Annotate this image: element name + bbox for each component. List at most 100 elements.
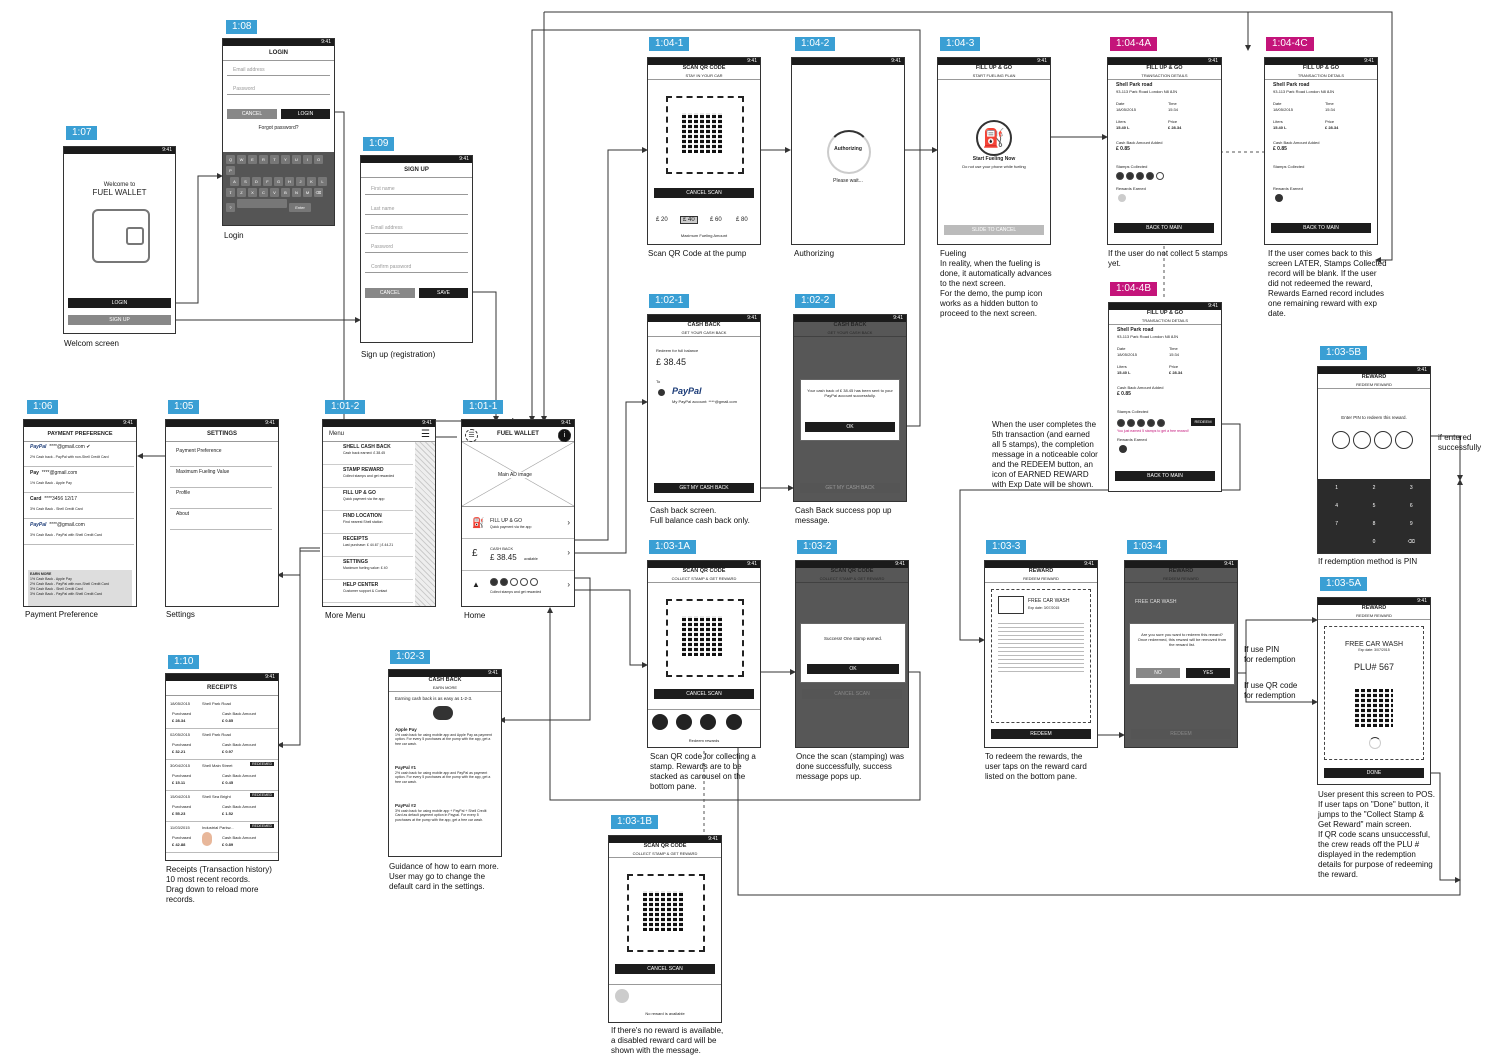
signup-button[interactable]: SIGN UP [68, 315, 171, 325]
redeemed-badge: REDEEMED [250, 824, 274, 828]
info-icon[interactable]: i [558, 429, 571, 442]
caption: If redemption method is PIN [1318, 557, 1418, 566]
screen-id-tag: 1:03-4 [1127, 540, 1168, 554]
settings-item[interactable]: Profile [170, 488, 272, 509]
cancel-scan-button[interactable]: CANCEL SCAN [654, 188, 754, 198]
cash-back-tile[interactable]: £ CASH BACK £ 38.45 available › [462, 540, 574, 571]
yes-button[interactable]: YES [1186, 668, 1230, 678]
last-name-field[interactable]: Last name [365, 204, 468, 215]
cashback-value: £ 0.85 [1273, 146, 1287, 152]
first-name-field[interactable]: First name [365, 184, 468, 195]
fuel-pump-icon[interactable]: ⛽ [976, 120, 1012, 156]
password-field[interactable]: Password [227, 84, 330, 95]
save-button[interactable]: SAVE [419, 288, 468, 298]
settings-item[interactable]: About [170, 509, 272, 530]
done-button[interactable]: DONE [1324, 768, 1424, 778]
welcome-line: Welcome to [103, 182, 136, 188]
redeem-button[interactable]: REDEEM [1191, 418, 1215, 426]
screen-id-tag: 1:03-1B [611, 815, 659, 829]
pin-success-label: if entered successfully [1438, 433, 1482, 452]
email-field[interactable]: Email address [227, 65, 330, 76]
password-field[interactable]: Password [365, 242, 468, 253]
earned-message: You just earned 5 stamps to get a free r… [1117, 429, 1189, 433]
amount-option[interactable]: £ 20 [656, 217, 668, 223]
screen-id-tag: 1:01-1 [463, 400, 504, 414]
rewards-carousel[interactable]: Redeem rewards [648, 709, 760, 747]
caption: Sign up (registration) [361, 350, 436, 359]
payment-option[interactable]: PayPal ****@gmail.com ✔2% Cash back - Pa… [24, 442, 134, 467]
screen-id-tag: 1:07 [66, 126, 98, 140]
back-to-main-button[interactable]: BACK TO MAIN [1271, 223, 1371, 233]
amount-option[interactable]: £ 80 [736, 217, 748, 223]
fill-up-tile[interactable]: ⛽ FILL UP & GO Quick payment via the app… [462, 510, 574, 539]
enter-key[interactable]: Enter [289, 203, 311, 212]
login-button[interactable]: LOGIN [68, 298, 171, 308]
redeem-button[interactable]: REDEEM [991, 729, 1091, 739]
station-name: Shell Park road [1117, 327, 1154, 333]
amount-option[interactable]: £ 60 [710, 217, 722, 223]
cancel-scan-button[interactable]: CANCEL SCAN [654, 689, 754, 699]
login-button[interactable]: LOGIN [281, 109, 330, 119]
get-cash-back-button[interactable]: GET MY CASH BACK [654, 483, 754, 493]
forgot-password-link[interactable]: Forgot password? [258, 125, 299, 131]
screen-id-tag: 1:02-2 [795, 294, 836, 308]
ok-button[interactable]: OK [805, 422, 895, 432]
caption: Scan QR Code at the pump [648, 249, 747, 258]
station-address: 93-113 Park Road London N8 8JN [1116, 89, 1178, 94]
chevron-right-icon: › [567, 548, 570, 557]
status-bar: 9:41 [166, 420, 278, 427]
screen-id-tag: 1:01-2 [325, 400, 366, 414]
stamps-row [1117, 419, 1167, 429]
stamp-tile[interactable]: ▲ Collect stamps and get rewarded › [472, 578, 570, 594]
chevron-right-icon: › [567, 580, 570, 589]
reward-card[interactable]: FREE CAR WASH Exp date: 3/07/2015 [991, 589, 1091, 723]
status-bar: 9:41 [1265, 58, 1377, 65]
back-to-main-button[interactable]: BACK TO MAIN [1115, 471, 1215, 481]
amount-option[interactable]: £ 40 [680, 216, 698, 224]
status-bar: 9:41 [648, 561, 760, 568]
to-label: To [656, 379, 661, 384]
settings-item[interactable]: Payment Preference [170, 446, 272, 467]
cancel-scan-button[interactable]: CANCEL SCAN [615, 964, 715, 974]
ok-button[interactable]: OK [807, 664, 899, 674]
status-bar: 9:41 [389, 670, 501, 677]
settings-item[interactable]: Maximum Fueling Value [170, 467, 272, 488]
hamburger-icon[interactable]: ☰ [421, 429, 430, 440]
menu-icon[interactable]: ☰ [465, 429, 478, 442]
start-fueling-label: Start Fueling Now [972, 156, 1016, 162]
station-address: 93-113 Park Road London N8 8JN [1117, 334, 1179, 339]
slide-to-cancel[interactable]: SLIDE TO CANCEL [944, 225, 1044, 235]
back-to-main-button[interactable]: BACK TO MAIN [1114, 223, 1214, 233]
radio-selected[interactable] [658, 389, 665, 396]
cancel-button[interactable]: CANCEL [227, 109, 277, 119]
cancel-button[interactable]: CANCEL [365, 288, 415, 298]
fueling-note: Do not use your phone while fueling [962, 164, 1026, 169]
confirm-password-field[interactable]: Confirm password [365, 262, 468, 273]
no-button[interactable]: NO [1136, 668, 1180, 678]
wallet-icon [92, 209, 150, 263]
reward-icon [1275, 194, 1283, 202]
qr-code [643, 891, 683, 931]
email-field[interactable]: Email address [365, 223, 468, 234]
